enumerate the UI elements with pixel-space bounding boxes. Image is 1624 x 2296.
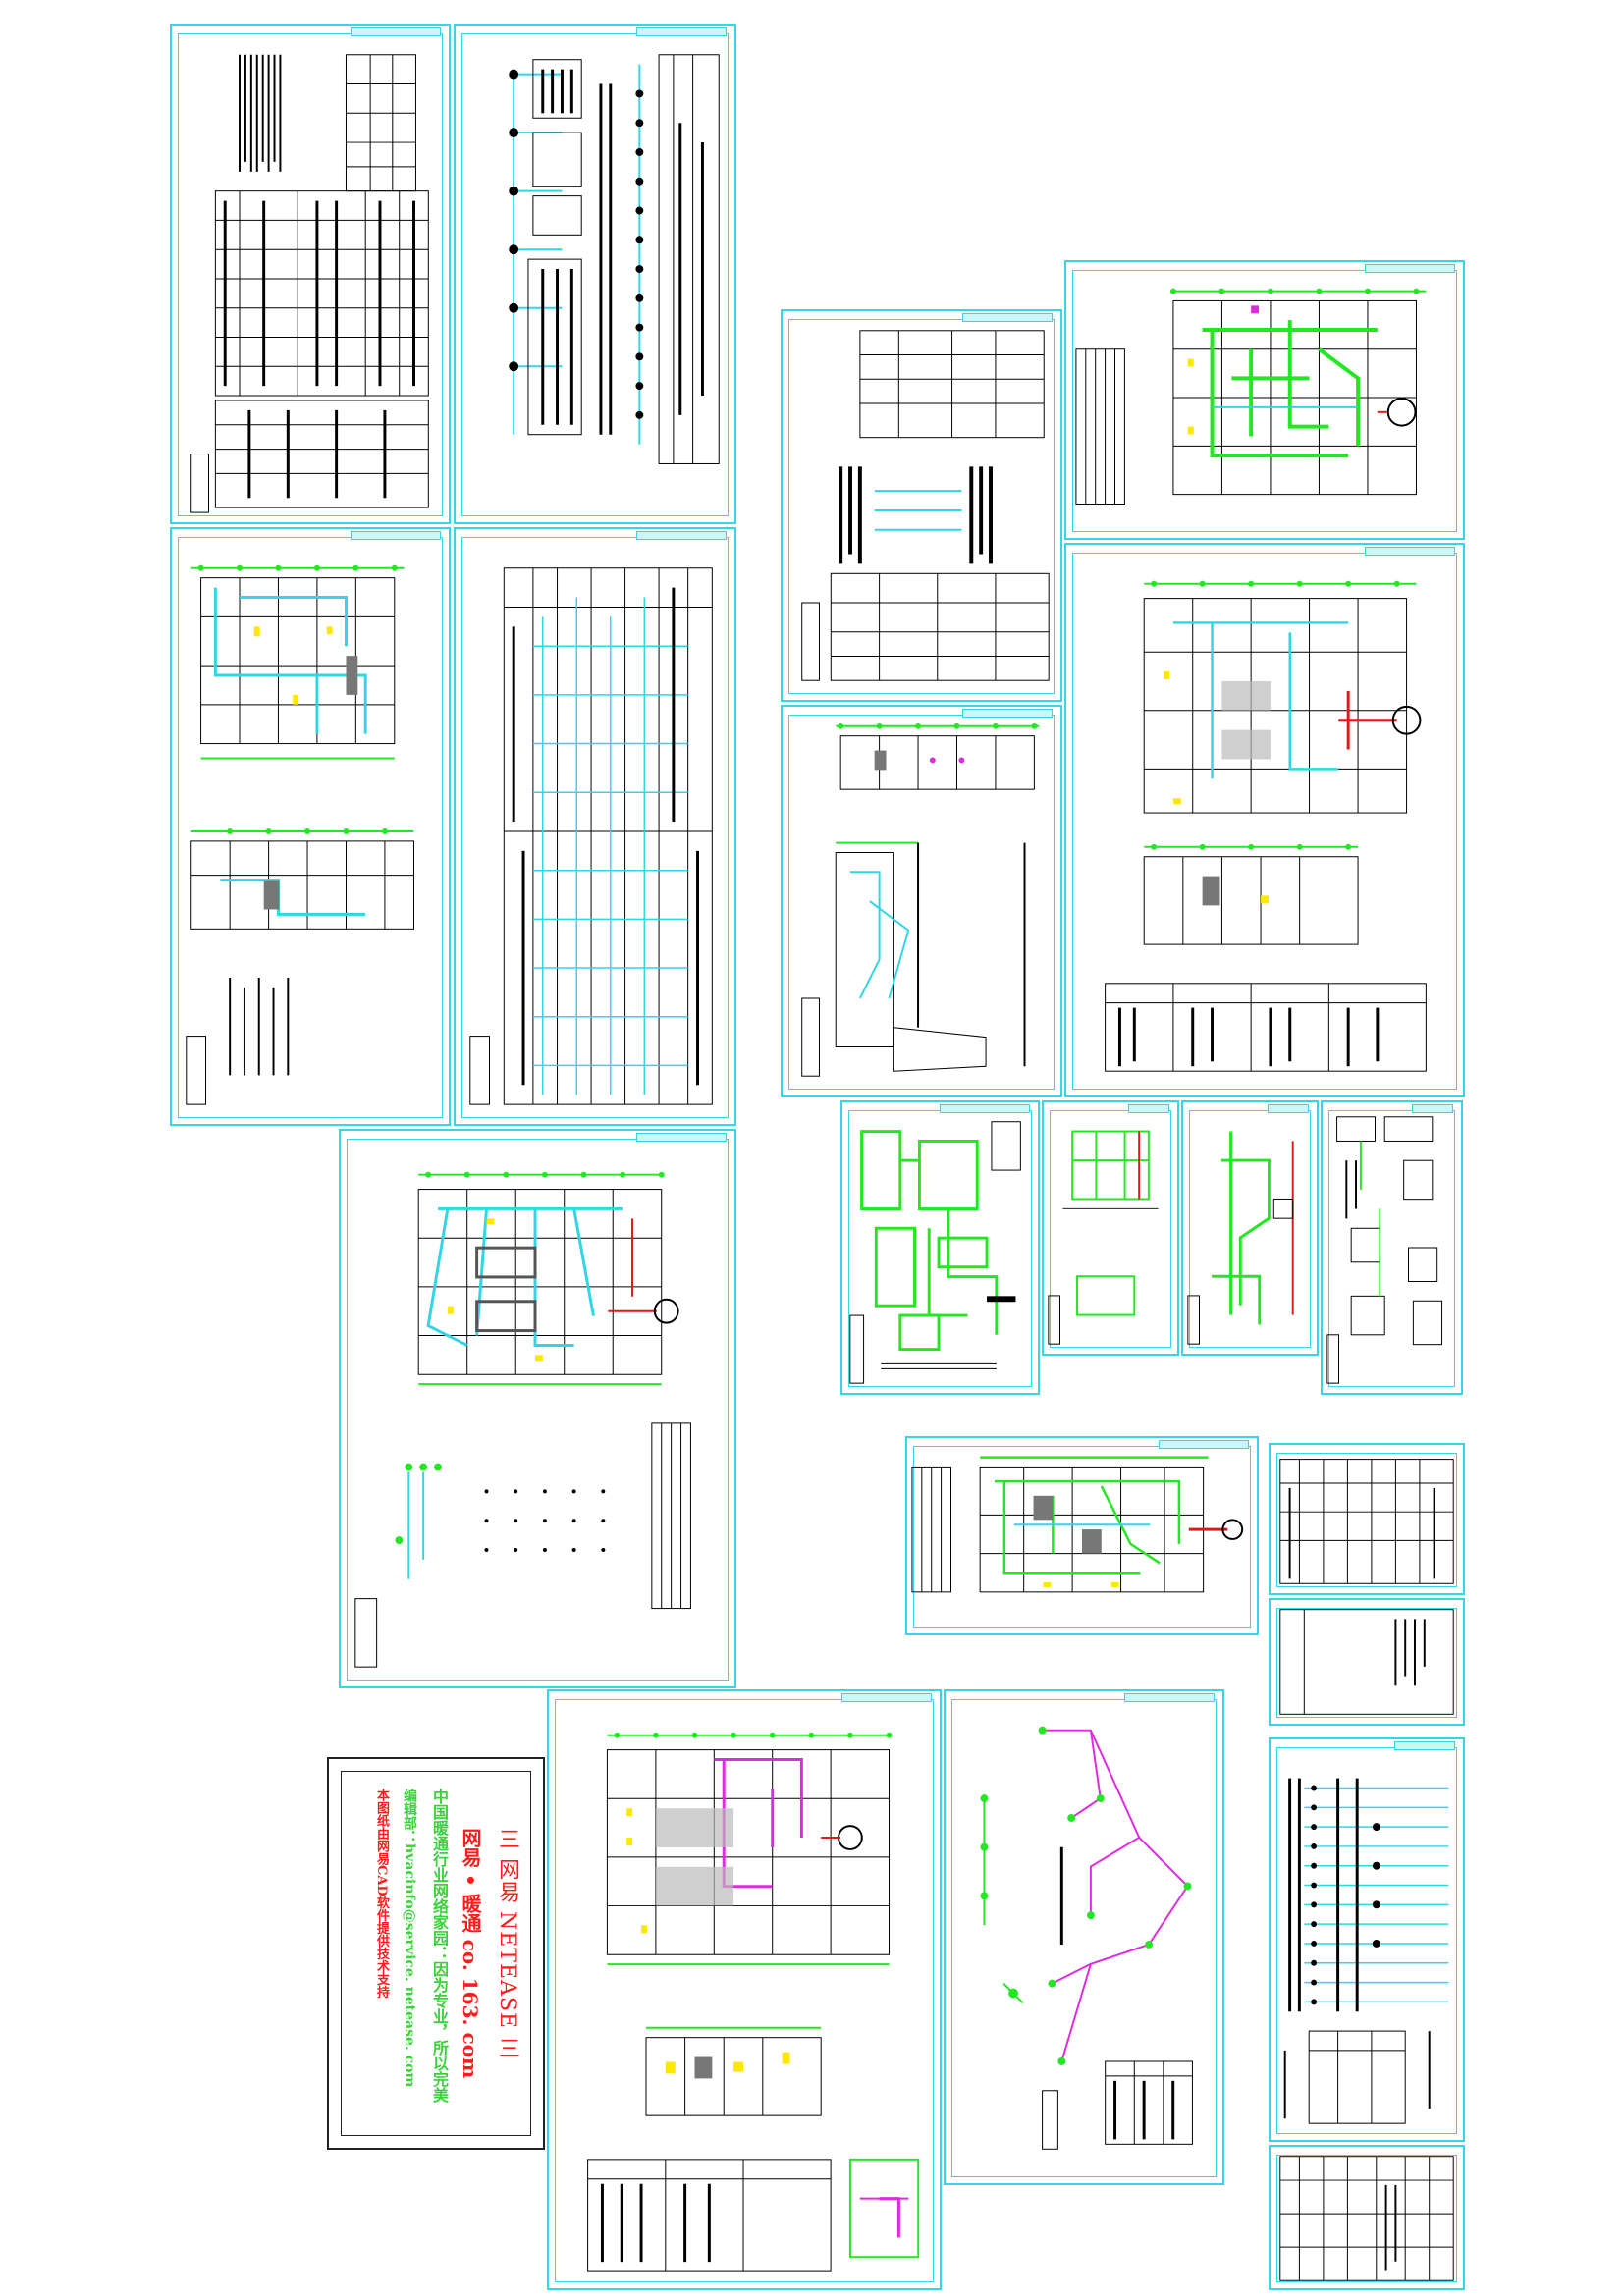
title-block xyxy=(636,27,727,36)
sheet-graphics xyxy=(186,564,414,1105)
netease-hvac-stamp: 三 网易 NETEASE 三 网易 • 暖通 co. 163. com 中国暖通… xyxy=(327,1757,545,2150)
sheet-graphics xyxy=(1105,580,1427,1072)
sheet-graphics xyxy=(469,567,713,1105)
drawing-sheet-design-notes xyxy=(170,24,451,524)
stamp-title: 三 网易 NETEASE 三 xyxy=(495,1828,519,2060)
sheet-graphics xyxy=(801,722,1040,1077)
drawing-sheet-floor-plan-5 xyxy=(1064,543,1465,1097)
title-block xyxy=(351,531,441,540)
sheet-graphics xyxy=(1075,288,1427,505)
title-block xyxy=(1268,1104,1309,1113)
drawing-sheet-equipment-schedule xyxy=(781,309,1062,702)
sheet-graphics xyxy=(587,1732,920,2272)
sheet-graphics xyxy=(1048,1130,1159,1345)
title-block xyxy=(1412,1104,1453,1113)
sheet-graphics xyxy=(911,1456,1244,1593)
stamp-editor-email: 编辑部：hvacinfo@service. netease. com xyxy=(402,1789,417,2088)
drawing-sheet-system-schematic xyxy=(454,24,736,524)
drawing-sheet-isometric-magenta xyxy=(944,1689,1224,2185)
title-block xyxy=(962,709,1053,718)
sheet-graphics xyxy=(1283,1778,1449,2124)
drawing-sheet-legend xyxy=(1269,1737,1465,2142)
title-block xyxy=(1128,1104,1169,1113)
title-block xyxy=(636,531,727,540)
title-block xyxy=(636,1133,727,1142)
title-block xyxy=(1365,547,1455,556)
stamp-slogan: 中国暖通行业网络家园：因为专业，所以完美 xyxy=(430,1789,449,2103)
sheet-graphics xyxy=(1326,1116,1443,1384)
drawing-sheet-floor-plan-2 xyxy=(339,1129,736,1688)
sheet-graphics xyxy=(1279,1459,1454,1584)
drawing-sheet-floor-plan-1 xyxy=(170,527,451,1126)
drawing-sheet-floor-plan-4 xyxy=(1064,260,1465,540)
title-block xyxy=(841,1693,932,1702)
title-block xyxy=(1394,1741,1455,1750)
drawing-sheet-table-a xyxy=(1269,1443,1465,1595)
drawing-sheet-details xyxy=(1321,1100,1463,1395)
stamp-border xyxy=(341,1771,531,2136)
title-block xyxy=(1365,264,1455,273)
drawing-sheet-section-b xyxy=(1181,1100,1319,1356)
sheet-graphics xyxy=(354,1171,691,1668)
title-block xyxy=(1159,1440,1249,1449)
drawing-sheet-elevation xyxy=(781,705,1062,1097)
sheet-graphics xyxy=(801,330,1050,681)
title-block xyxy=(962,313,1053,322)
sheet-graphics xyxy=(509,54,720,464)
drawing-sheet-floor-plan-3 xyxy=(905,1436,1259,1635)
drawing-sheet-section-a xyxy=(1042,1100,1179,1356)
drawing-sheet-floor-plan-magenta xyxy=(547,1689,942,2290)
drawing-sheet-notes xyxy=(1269,1598,1465,1726)
sheet-graphics xyxy=(1279,2156,1454,2281)
sheet-graphics xyxy=(190,54,429,513)
stamp-subtitle: 网易 • 暖通 co. 163. com xyxy=(459,1828,482,2079)
drawing-sheet-table-b xyxy=(1269,2145,1465,2290)
title-block xyxy=(351,27,441,36)
sheet-graphics xyxy=(1279,1609,1454,1715)
sheet-graphics xyxy=(849,1121,1021,1384)
title-block xyxy=(1124,1693,1215,1702)
title-block xyxy=(940,1104,1030,1113)
stamp-support-note: 本图纸由网易CAD软件提供技术支持 xyxy=(374,1789,389,1999)
sheet-graphics xyxy=(1187,1131,1294,1345)
sheet-graphics xyxy=(980,1726,1193,2150)
drawing-sheet-piping-detail xyxy=(840,1100,1040,1395)
drawing-sheet-riser-table xyxy=(454,527,736,1126)
